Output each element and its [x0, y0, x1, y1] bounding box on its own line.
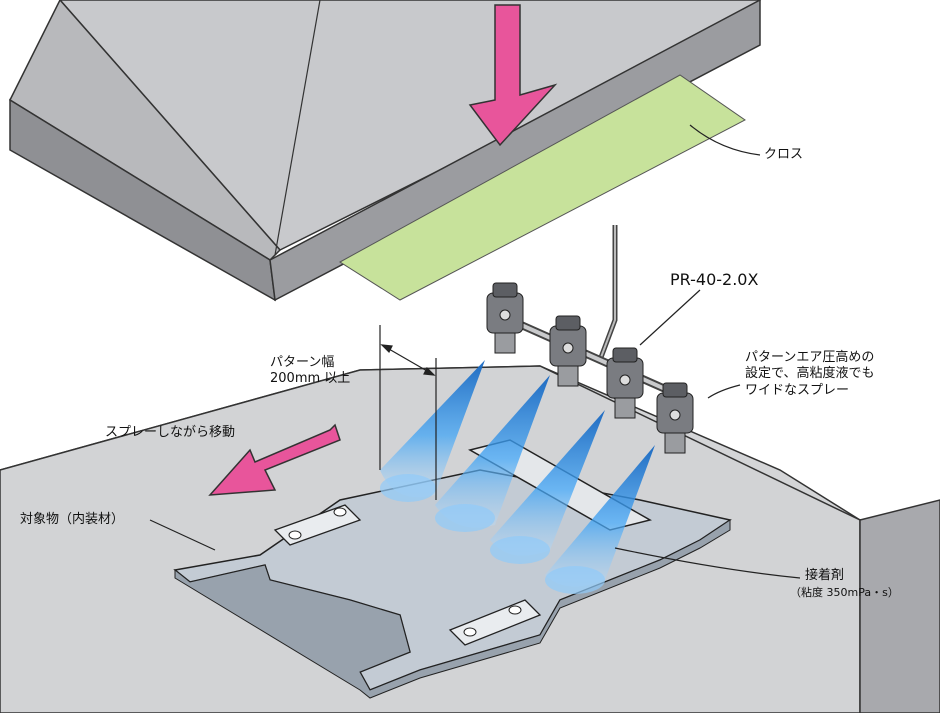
- press-down-arrow: [468, 4, 558, 147]
- cloth-sheet: [339, 74, 746, 301]
- pattern-air-label-line2: 設定で、高粘度液でも: [745, 366, 875, 382]
- nozzle: [486, 282, 524, 354]
- pattern-air-label-line1: パターンエア圧高めの: [745, 350, 875, 365]
- pattern-width-label: パターン幅 200mm 以上: [270, 355, 350, 388]
- target-label: 対象物（内装材）: [20, 512, 125, 527]
- pattern-width-label-line1: パターン幅: [270, 355, 335, 370]
- press-block: [9, 0, 762, 302]
- nozzle: [656, 382, 694, 454]
- adhesive-label: 接着剤: [805, 568, 845, 583]
- pattern-air-label: パターンエア圧高めの 設定で、高粘度液でも ワイドなスプレー: [745, 350, 874, 399]
- model-label: PR-40-2.0X: [670, 270, 759, 289]
- spray-move-arrow: [208, 423, 341, 496]
- pattern-air-label-line3: ワイドなスプレー: [745, 382, 850, 398]
- nozzle-manifold: [508, 225, 692, 404]
- nozzle: [606, 347, 644, 419]
- cloth-label: クロス: [764, 147, 804, 162]
- pattern-width-dimension: [379, 325, 437, 500]
- spray-nozzles: [486, 282, 694, 454]
- spray-cones: [380, 360, 655, 594]
- viscosity-label: （粘度 350mPa・s）: [790, 586, 899, 599]
- spray-move-label: スプレーしながら移動: [105, 425, 236, 440]
- leader-lines: [149, 124, 801, 579]
- nozzle: [549, 315, 587, 387]
- pattern-width-label-line2: 200mm 以上: [270, 371, 351, 387]
